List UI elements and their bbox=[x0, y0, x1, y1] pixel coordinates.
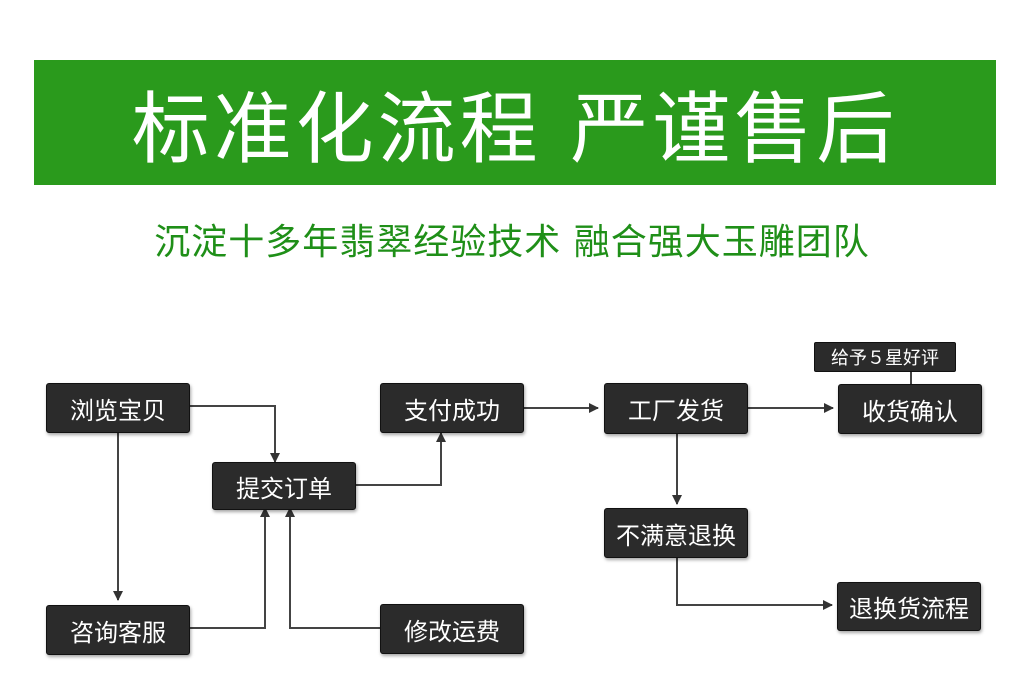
arrow-consult-to-submit bbox=[188, 507, 270, 629]
node-return-process: 退换货流程 bbox=[837, 582, 981, 631]
node-browse: 浏览宝贝 bbox=[46, 383, 190, 433]
node-pay-success: 支付成功 bbox=[380, 383, 524, 433]
node-consult-service: 咨询客服 bbox=[46, 605, 190, 655]
arrow-modify-to-submit bbox=[285, 507, 380, 629]
node-unsatisfied-return: 不满意退换 bbox=[604, 508, 748, 558]
node-submit-order: 提交订单 bbox=[212, 462, 356, 510]
subtitle: 沉淀十多年翡翠经验技术 融合强大玉雕团队 bbox=[154, 222, 870, 263]
arrow-submit-to-pay bbox=[354, 432, 446, 486]
node-factory-ship: 工厂发货 bbox=[604, 383, 748, 434]
header-banner: 标准化流程 严谨售后 bbox=[34, 60, 996, 185]
node-modify-shipping: 修改运费 bbox=[380, 604, 524, 654]
node-confirm-receipt: 收货确认 bbox=[838, 384, 982, 434]
arrow-browse-to-submit bbox=[188, 405, 280, 463]
banner-title: 标准化流程 严谨售后 bbox=[131, 84, 899, 175]
note-five-star: 给予５星好评 bbox=[814, 342, 956, 372]
arrow-unsatisfied-to-return bbox=[676, 557, 833, 610]
